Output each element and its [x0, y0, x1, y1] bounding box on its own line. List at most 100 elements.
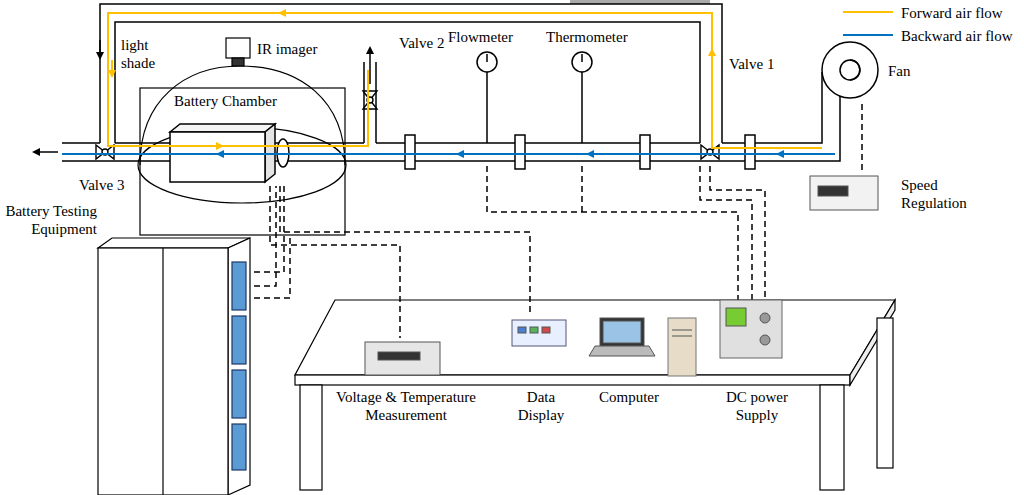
- part-label: Thermometer: [545, 28, 629, 46]
- cabinet: [98, 238, 250, 248]
- signal-wire: [487, 166, 738, 300]
- battery-chamber: [170, 124, 275, 132]
- cabinet: [98, 238, 250, 495]
- gauge-symbol: [477, 52, 592, 143]
- signal-wire: [270, 186, 400, 338]
- device-label: Data Display: [510, 388, 572, 424]
- flange: [745, 135, 755, 169]
- fan-symbol: [850, 60, 860, 80]
- valve-symbol: [363, 91, 377, 109]
- device-node: Computer: [588, 316, 700, 410]
- signal-wire: [700, 166, 752, 300]
- valve-symbol: [96, 145, 114, 159]
- fan-symbol: [822, 42, 878, 98]
- flow-arrow: [34, 40, 370, 152]
- part-label: Valve 1: [728, 55, 775, 73]
- cabinet: [162, 248, 163, 495]
- flange: [640, 135, 650, 169]
- valve-symbol: [96, 91, 719, 159]
- air-flow: [280, 12, 300, 14]
- air-flow: [200, 145, 222, 147]
- air-flow: [588, 153, 610, 155]
- table: [820, 385, 844, 490]
- device-node: Battery Chamber: [165, 90, 290, 186]
- device-label: DC power Supply: [716, 388, 798, 424]
- device-label: Battery Testing Equipment: [4, 202, 98, 238]
- air-flow: [218, 153, 240, 155]
- cabinet: [98, 248, 228, 495]
- gauge-symbol: [581, 54, 583, 62]
- device-label: Battery Chamber: [173, 92, 278, 110]
- table: [295, 375, 850, 385]
- cabinet: [232, 316, 246, 364]
- cabinet: [228, 238, 250, 495]
- signal-wire: [581, 166, 583, 212]
- device-label: Voltage & Temperature Measurement: [325, 388, 487, 424]
- instrument: [668, 318, 696, 376]
- flange: [405, 135, 755, 169]
- light-shade: [138, 66, 346, 235]
- table: [295, 300, 895, 375]
- signal-wire: [254, 186, 276, 286]
- legend-line: [843, 12, 893, 35]
- flow-arrow: [369, 48, 371, 84]
- part-label: Valve 3: [78, 176, 125, 194]
- part-label: Valve 2: [398, 34, 445, 52]
- table: [877, 318, 893, 468]
- part-label: IR imager: [256, 40, 318, 58]
- device-node: Data Display: [500, 316, 584, 442]
- flange: [405, 135, 415, 169]
- instrument: [810, 176, 878, 210]
- instrument: [365, 176, 878, 376]
- duct: [100, 4, 722, 143]
- legend-text: Backward air flow: [900, 27, 1014, 45]
- flange: [515, 135, 525, 169]
- table: [300, 385, 322, 490]
- instrument: [518, 327, 526, 333]
- legend-text: Forward air flow: [900, 4, 1004, 22]
- gauge-symbol: [572, 52, 592, 72]
- light-shade: [138, 127, 346, 203]
- signal-wire: [254, 166, 765, 300]
- instrument: [760, 313, 770, 323]
- battery-chamber: [170, 132, 265, 182]
- legend-line: [843, 11, 893, 13]
- duct: [115, 22, 700, 143]
- device-node: DC power Supply: [712, 298, 804, 444]
- instrument: [603, 321, 641, 343]
- air-flow: [711, 50, 713, 70]
- instrument: [542, 327, 550, 333]
- instrument: [512, 320, 566, 346]
- part-label: Flowmeter: [447, 28, 514, 46]
- instrument: [818, 186, 848, 196]
- air-flow: [108, 13, 822, 148]
- instrument: [720, 300, 782, 358]
- instrument: [600, 318, 644, 346]
- instrument: [589, 346, 655, 356]
- ir-imager: [232, 58, 244, 66]
- signal-wire: [280, 186, 530, 316]
- gauge-symbol: [486, 54, 488, 62]
- fan-symbol: [822, 42, 878, 98]
- instrument: [672, 330, 692, 336]
- air-flow: [111, 60, 113, 76]
- table: [295, 300, 895, 490]
- device-label: Computer: [588, 388, 670, 406]
- ir-imager: [226, 38, 250, 58]
- device-node: Speed Regulation: [805, 170, 990, 222]
- instrument: [760, 335, 770, 345]
- legend-line: [843, 34, 893, 36]
- device-node: Voltage & Temperature Measurement: [325, 338, 489, 428]
- cabinet: [232, 370, 246, 418]
- gauge-symbol: [487, 72, 582, 143]
- air-flow: [778, 153, 800, 155]
- device-label: Speed Regulation: [900, 176, 984, 212]
- air-flow: [62, 153, 835, 155]
- instrument: [365, 342, 440, 375]
- cabinet: [232, 262, 246, 310]
- device-node: Fan: [815, 40, 920, 102]
- ir-imager: [226, 38, 250, 66]
- light-shade: [140, 88, 345, 235]
